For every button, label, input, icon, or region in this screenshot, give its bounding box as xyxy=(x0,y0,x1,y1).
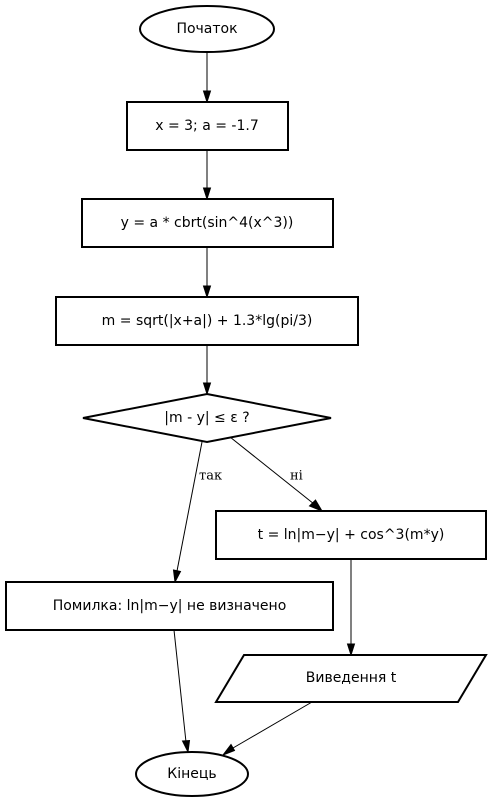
no-label: ні xyxy=(290,469,303,484)
init-node-label: x = 3; a = -1.7 xyxy=(155,118,259,134)
compute-t-node-label: t = ln|m−y| + cos^3(m*y) xyxy=(258,527,445,543)
error-node: Помилка: ln|m−y| не визначено xyxy=(5,581,334,631)
compute-y-node: y = a * cbrt(sin^4(x^3)) xyxy=(81,198,334,248)
init-node: x = 3; a = -1.7 xyxy=(126,101,289,151)
edge-start-to-init xyxy=(202,52,212,104)
compute-m-node: m = sqrt(|x+a|) + 1.3*lg(pi/3) xyxy=(55,296,359,346)
condition-node: |m - y| ≤ ε ? xyxy=(82,392,332,444)
end-node-label: Кінець xyxy=(167,766,216,782)
start-node-label: Початок xyxy=(176,21,237,37)
compute-t-node: t = ln|m−y| + cos^3(m*y) xyxy=(215,510,487,560)
yes-label: так xyxy=(199,469,222,484)
output-node-label: Виведення t xyxy=(306,670,397,686)
edge-compute-t-to-output xyxy=(346,559,356,657)
edge-condition-to-error: так xyxy=(172,441,222,584)
edge-init-to-compute-y xyxy=(202,150,212,201)
edge-output-to-end xyxy=(221,701,313,757)
output-node: Виведення t xyxy=(214,654,488,703)
condition-node-label: |m - y| ≤ ε ? xyxy=(164,410,249,426)
compute-y-node-label: y = a * cbrt(sin^4(x^3)) xyxy=(121,215,294,231)
edge-condition-to-compute-t: ні xyxy=(229,436,324,513)
edge-compute-m-to-condition xyxy=(202,345,212,396)
end-node: Кінець xyxy=(135,751,249,797)
edge-error-to-end xyxy=(173,629,191,754)
error-node-label: Помилка: ln|m−y| не визначено xyxy=(53,598,287,614)
edge-compute-y-to-compute-m xyxy=(202,247,212,299)
compute-m-node-label: m = sqrt(|x+a|) + 1.3*lg(pi/3) xyxy=(102,313,313,329)
start-node: Початок xyxy=(139,5,275,53)
